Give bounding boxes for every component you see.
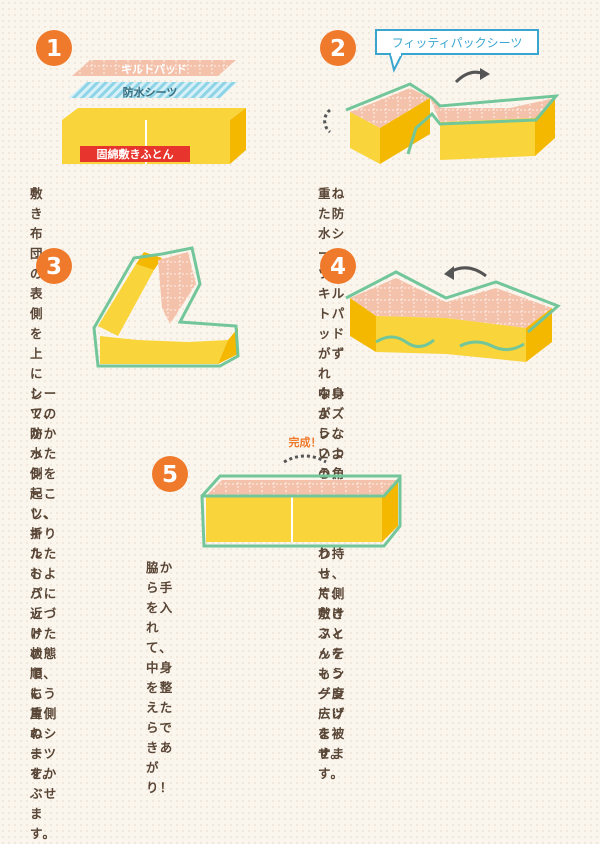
fitting-sheet-outline [345,82,560,155]
quilt-pad-layer [72,60,236,76]
step-5-caption: 脇から手を入れて、中身を整えたらできあがり！ [146,560,174,795]
futon-label: 固綿敷きふとん [97,147,174,161]
svg-text:4: 4 [330,254,346,280]
waterproof-sheet-label: 防水シーツ [123,85,178,99]
quilt-pad-label: キルトパッド [121,63,187,76]
step-5-illustration [200,474,402,548]
fitting-sheet-callout: フィッティパックシーツ [375,29,539,73]
step-3-caption: シーツのかかった側を起こし、折りたた むように近づけた状態で、もう片側のシ ーツ… [30,386,58,841]
arrow-icon [449,266,487,278]
svg-text:1: 1 [46,36,62,62]
step-3-illustration [92,246,240,368]
complete-label: 完成！ [289,435,322,449]
step-number-badge-2: 2 [320,30,356,66]
svg-text:2: 2 [330,36,346,62]
futon-top [62,108,246,120]
complete-badge: 完成！ [283,435,327,464]
waterproof-sheet-layer [68,82,238,98]
step-1-illustration: 固綿敷きふとん 防水シーツ キルトパッド [62,60,246,164]
step-number-badge-1: 1 [36,30,72,66]
futon-side [230,108,246,164]
sparkle-marks [283,454,327,464]
arrow-icon [454,70,485,84]
step-4-illustration [345,266,561,362]
futon-label-bg [80,146,190,162]
fitting-sheet-wave [375,335,435,348]
step-2-illustration [323,68,560,164]
svg-text:5: 5 [162,462,178,488]
step-number-badge-5: 5 [152,456,188,492]
svg-text:3: 3 [46,254,62,280]
fitting-sheet-outline [200,474,402,548]
step-number-badge-4: 4 [320,248,356,284]
motion-marks [323,108,332,134]
fitting-sheet-outline [92,246,240,368]
fitting-sheet-label: フィッティパックシーツ [392,36,523,50]
step-number-badge-3: 3 [36,248,72,284]
